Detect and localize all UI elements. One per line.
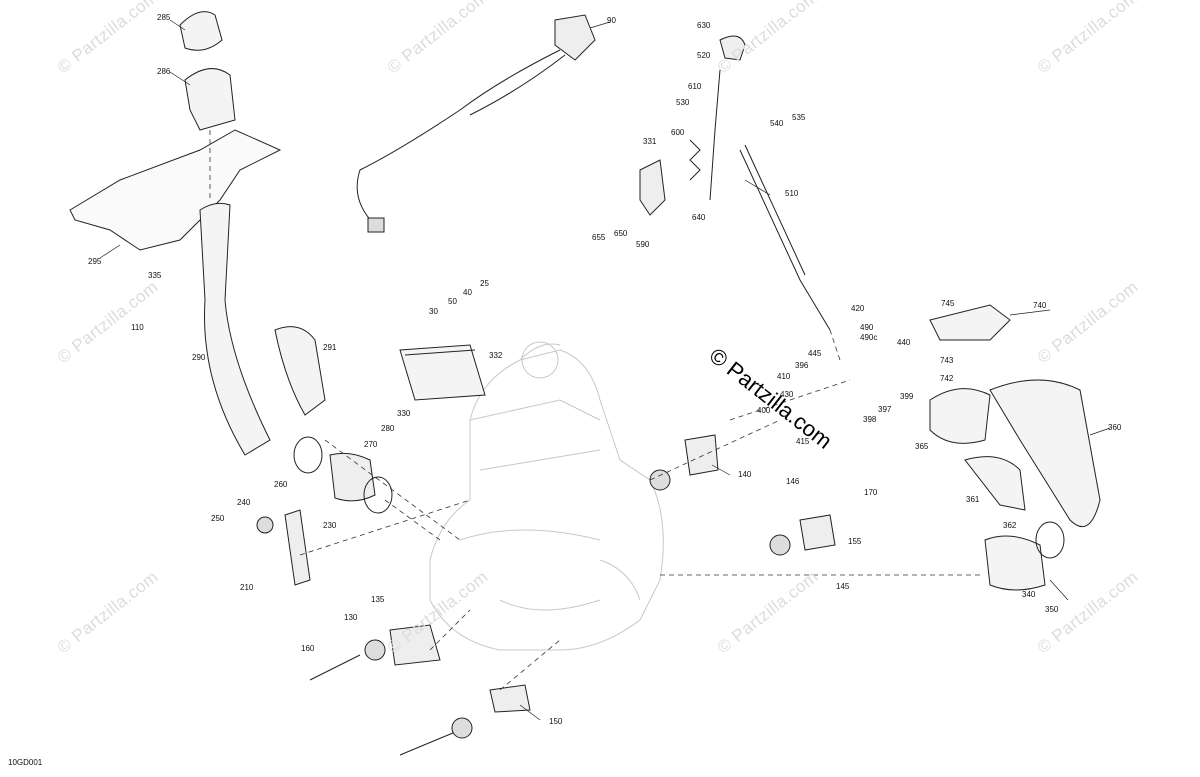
callout: 170 [864, 488, 878, 497]
part-290 [199, 202, 271, 456]
callout: 270 [364, 440, 378, 449]
part-340 [984, 535, 1046, 591]
part-295 [69, 129, 282, 251]
callout: 640 [692, 213, 706, 222]
callout: 50 [448, 297, 457, 306]
callout: 155 [848, 537, 862, 546]
part-155 [799, 514, 836, 551]
part-330 [399, 344, 486, 401]
part-286 [184, 68, 236, 131]
callout: 335 [148, 271, 162, 280]
part-160 [309, 654, 361, 681]
diagram-code: 10GD001 [8, 758, 43, 767]
callout: 295 [88, 257, 102, 266]
callout: 510 [785, 189, 799, 198]
callout: 146 [786, 477, 800, 486]
callout: 150 [549, 717, 563, 726]
callout: 743 [940, 356, 954, 365]
part-590 [639, 159, 666, 216]
callout: 530 [676, 98, 690, 107]
callout: 280 [381, 424, 395, 433]
callout: 30 [429, 307, 438, 316]
callout: 291 [323, 343, 337, 352]
part-270 [329, 452, 376, 502]
callout: 260 [274, 480, 288, 489]
callout: 40 [463, 288, 472, 297]
callout: 110 [131, 323, 144, 332]
callout: 331 [643, 137, 657, 146]
callout: 145 [836, 582, 850, 591]
part-361 [964, 456, 1026, 511]
callout: 250 [211, 514, 225, 523]
callout: 535 [792, 113, 806, 122]
part-360 [989, 379, 1101, 528]
callout: 286 [157, 67, 171, 76]
callout: 650 [614, 229, 628, 238]
callout: 398 [863, 415, 877, 424]
part-90 [554, 14, 596, 61]
callout: 361 [966, 495, 980, 504]
callout: 135 [371, 595, 385, 604]
callout: 430 [780, 390, 794, 399]
callout: 140 [738, 470, 752, 479]
part-140 [684, 434, 719, 476]
callout: 540 [770, 119, 784, 128]
callout: 520 [697, 51, 711, 60]
part-230 [284, 509, 311, 586]
callout: 160 [301, 644, 315, 653]
callout: 130 [344, 613, 358, 622]
callout: 90 [607, 16, 616, 25]
callout: 230 [323, 521, 337, 530]
callout: 365 [915, 442, 929, 451]
callout: 396 [795, 361, 809, 370]
callout: 590 [636, 240, 650, 249]
callout: 490c [860, 333, 878, 342]
callout: 610 [688, 82, 702, 91]
callout: 415 [796, 437, 810, 446]
callout: 399 [900, 392, 914, 401]
callout: 25 [480, 279, 489, 288]
callout: 350 [1045, 605, 1059, 614]
part-600 [689, 139, 701, 181]
callout: 362 [1003, 521, 1017, 530]
callout: 745 [941, 299, 955, 308]
callout: 290 [192, 353, 206, 362]
callout: 400 [757, 406, 771, 415]
callout: 285 [157, 13, 171, 22]
callout: 340 [1022, 590, 1036, 599]
callout: 445 [808, 349, 822, 358]
callout: 210 [240, 583, 254, 592]
callout: 420 [851, 304, 865, 313]
part-291 [274, 326, 326, 416]
callout: 332 [489, 351, 503, 360]
callout: 490 [860, 323, 874, 332]
callout: 397 [878, 405, 892, 414]
callout: 330 [397, 409, 411, 418]
part-135 [389, 624, 441, 666]
callout: 440 [897, 338, 911, 347]
callout: 742 [940, 374, 954, 383]
callout: 740 [1033, 301, 1047, 310]
callout: 360 [1108, 423, 1122, 432]
callout: 600 [671, 128, 685, 137]
callout: 630 [697, 21, 711, 30]
callout: 240 [237, 498, 251, 507]
part-365 [929, 388, 991, 444]
callout: 410 [777, 372, 791, 381]
part-740 [929, 304, 1011, 341]
callout: 655 [592, 233, 606, 242]
part-285 [179, 11, 223, 51]
